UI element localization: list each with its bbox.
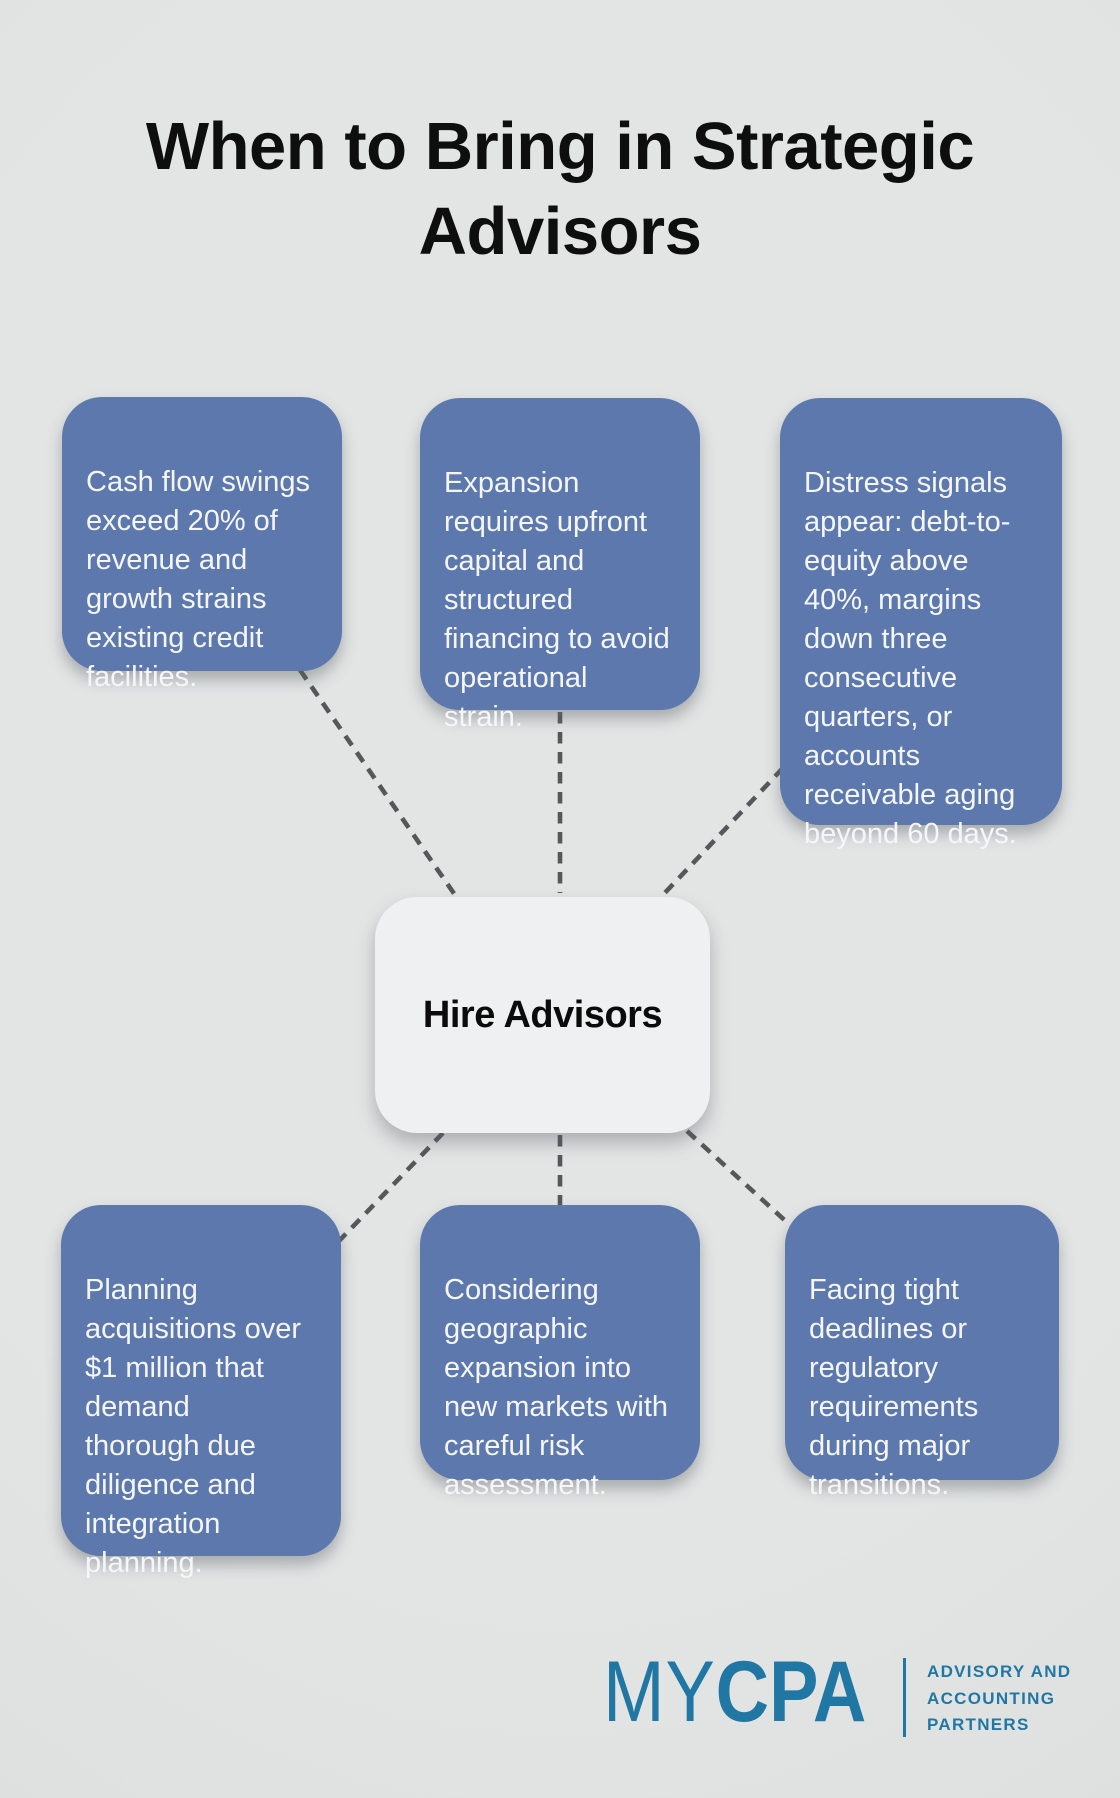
page-title: When to Bring in Strategic Advisors xyxy=(0,104,1120,274)
reason-card-acquisitions: Planning acquisitions over $1 million th… xyxy=(61,1205,341,1579)
reason-card-text: Facing tight deadlines or regulatory req… xyxy=(809,1274,979,1501)
logo-my-text: MY xyxy=(603,1644,716,1740)
reason-card-expansion-capital: Expansion requires upfront capital and s… xyxy=(420,398,700,733)
connector-bottom-right xyxy=(685,1129,792,1227)
connector-bottom-left xyxy=(336,1131,445,1244)
logo-tagline-line-3: PARTNERS xyxy=(927,1715,1030,1734)
logo-divider-line xyxy=(903,1658,906,1737)
connector-top-right xyxy=(658,766,785,900)
reason-card-text: Expansion requires upfront capital and s… xyxy=(444,467,670,733)
logo-cpa-text: CPA xyxy=(715,1644,867,1740)
reason-card-geographic-expansion: Considering geographic expansion into ne… xyxy=(420,1205,700,1501)
reason-card-cash-flow: Cash flow swings exceed 20% of revenue a… xyxy=(62,397,342,693)
center-node-label: Hire Advisors xyxy=(422,993,663,1036)
reason-card-distress-signals: Distress signals appear: debt-to- equity… xyxy=(780,398,1062,850)
connector-top-left xyxy=(298,668,457,897)
reason-card-deadlines: Facing tight deadlines or regulatory req… xyxy=(785,1205,1059,1501)
logo-tagline-line-1: ADVISORY AND xyxy=(927,1662,1072,1681)
page-title-text: When to Bring in Strategic Advisors xyxy=(145,109,975,269)
reason-card-text: Cash flow swings exceed 20% of revenue a… xyxy=(86,466,311,693)
logo-tagline-line-2: ACCOUNTING xyxy=(927,1688,1056,1708)
reason-card-text: Considering geographic expansion into ne… xyxy=(444,1274,669,1501)
center-node-hire-advisors: Hire Advisors xyxy=(375,897,710,1133)
mycpa-logo: MYCPA xyxy=(603,1649,866,1735)
reason-card-text: Distress signals appear: debt-to- equity… xyxy=(804,467,1017,850)
reason-card-text: Planning acquisitions over $1 million th… xyxy=(85,1274,301,1579)
logo-tagline: ADVISORY AND ACCOUNTING PARTNERS xyxy=(927,1659,1071,1739)
